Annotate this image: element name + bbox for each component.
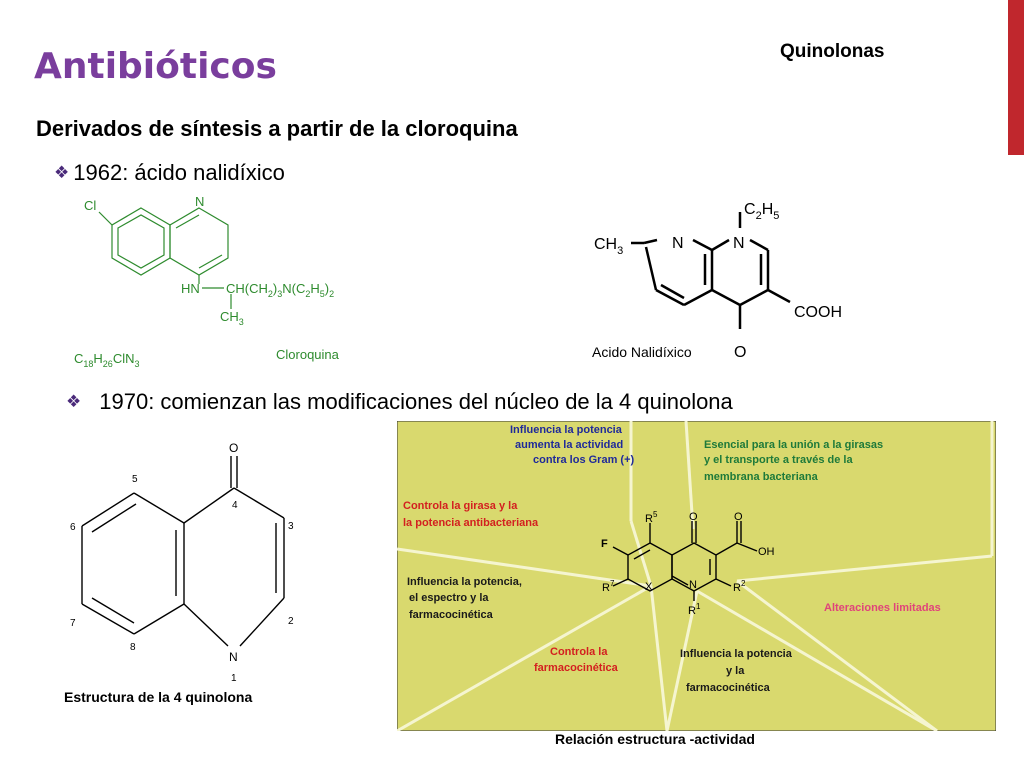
quinolone-bonds (81, 456, 285, 647)
sar-diagram: R5 F R7 X N R1 R2 O O OH Influencia la p… (397, 421, 996, 731)
sar-annotations: Influencia la potencia aumenta la activi… (403, 424, 941, 694)
sar-potency-pk-text: Influencia la potencia (680, 648, 793, 660)
nalidixic-atom-labels: CH3 N N C2H5 COOH O Acido Nalidíxico (592, 201, 842, 361)
sar-control-text: la potencia antibacteriana (403, 517, 539, 529)
nalidixic-bonds (631, 212, 791, 329)
position-label: 2 (288, 616, 294, 627)
bullet-text: 1970: comienzan las modificaciones del n… (99, 389, 733, 414)
carboxyl-label: COOH (794, 304, 842, 321)
chlorine-label: Cl (84, 198, 96, 213)
chloroquine-atom-labels: Cl N HN CH(CH2)3N(C2H5)2 CH3 C18H26ClN3 … (74, 194, 340, 369)
sar-gram-text: aumenta la actividad (515, 439, 623, 451)
methyl-label: CH3 (220, 309, 244, 327)
chloroquine-bonds (98, 207, 232, 309)
nitrogen-label: N (689, 579, 697, 591)
sar-caption: Relación estructura -actividad (555, 731, 755, 747)
nalidixic-name: Acido Nalidíxico (592, 344, 692, 360)
sar-spectrum-text: el espectro y la (409, 592, 489, 604)
sar-potency-pk-text: farmacocinética (686, 682, 771, 694)
chloroquine-formula: C18H26ClN3 (74, 351, 140, 369)
quinolone-labels: O N 4 3 2 1 8 7 6 5 (70, 441, 294, 684)
diamond-bullet-icon: ❖ (54, 163, 70, 182)
oxygen-label: O (734, 344, 746, 361)
r2-label: R2 (733, 579, 746, 594)
chloroquine-name: Cloroquina (276, 347, 340, 362)
sar-girasa-text: Esencial para la unión a la girasas (704, 439, 883, 451)
sar-alterations-text: Alteraciones limitadas (824, 602, 941, 614)
position-label: 3 (288, 521, 294, 532)
position-label: 1 (231, 673, 237, 684)
r1-label: R1 (688, 602, 701, 617)
quinolone-structure: O N 4 3 2 1 8 7 6 5 (70, 441, 294, 684)
slide-title: Antibióticos (34, 46, 277, 87)
bullet-item: ❖ 1962: ácido nalidíxico (54, 160, 285, 186)
sar-molecule-bonds (612, 521, 758, 601)
oxygen-carboxyl-label: O (734, 511, 743, 523)
nitrogen-label: N (195, 194, 204, 209)
accent-bar (1008, 0, 1024, 155)
ethyl-label: C2H5 (744, 201, 779, 222)
position-label: 7 (70, 618, 76, 629)
sar-gram-text: Influencia la potencia (510, 424, 623, 436)
amine-label: HN (181, 281, 200, 296)
nitrogen-1-label: N (733, 235, 745, 252)
sar-spectrum-text: Influencia la potencia, (407, 576, 522, 588)
fluorine-label: F (601, 538, 608, 550)
bullet-item: ❖ 1970: comienzan las modificaciones del… (66, 389, 733, 415)
sar-girasa-text: membrana bacteriana (704, 471, 819, 483)
oxygen-4-label: O (689, 511, 698, 523)
position-label: 4 (232, 500, 238, 511)
sar-spectrum-text: farmacocinética (409, 609, 494, 621)
sar-pk-text: Controla la (550, 646, 608, 658)
sar-background (397, 421, 996, 731)
sar-gram-text: contra los Gram (+) (533, 454, 635, 466)
sar-diagram-svg: R5 F R7 X N R1 R2 O O OH Influencia la p… (397, 421, 996, 731)
side-chain-label: CH(CH2)3N(C2H5)2 (226, 281, 334, 299)
slide-subtitle: Derivados de síntesis a partir de la clo… (36, 116, 518, 141)
sar-girasa-text: y el transporte a través de la (704, 454, 853, 466)
sar-control-text: Controla la girasa y la (403, 500, 518, 512)
sar-divider-lines (397, 421, 994, 731)
r5-label: R5 (645, 510, 658, 525)
methyl-label: CH3 (594, 236, 623, 257)
nitrogen-8-label: N (672, 235, 684, 252)
sar-potency-pk-text: y la (726, 665, 745, 677)
sar-pk-text: farmacocinética (534, 662, 619, 674)
position-label: 8 (130, 642, 136, 653)
sar-atom-labels: R5 F R7 X N R1 R2 O O OH (601, 510, 775, 617)
nitrogen-label: N (229, 650, 238, 664)
position-label: 5 (132, 474, 138, 485)
position-label: 6 (70, 522, 76, 533)
oxygen-label: O (229, 441, 238, 455)
diamond-bullet-icon: ❖ (66, 392, 82, 411)
quinolone-caption: Estructura de la 4 quinolona (64, 689, 253, 705)
bullet-text: 1962: ácido nalidíxico (73, 160, 285, 185)
section-label: Quinolonas (780, 41, 885, 62)
nalidixic-acid-structure: CH3 N N C2H5 COOH O Acido Nalidíxico (592, 201, 842, 361)
hydroxyl-label: OH (758, 546, 775, 558)
chloroquine-structure: Cl N HN CH(CH2)3N(C2H5)2 CH3 C18H26ClN3 … (74, 194, 340, 369)
x-label: X (645, 581, 653, 593)
r7-label: R7 (602, 579, 615, 594)
